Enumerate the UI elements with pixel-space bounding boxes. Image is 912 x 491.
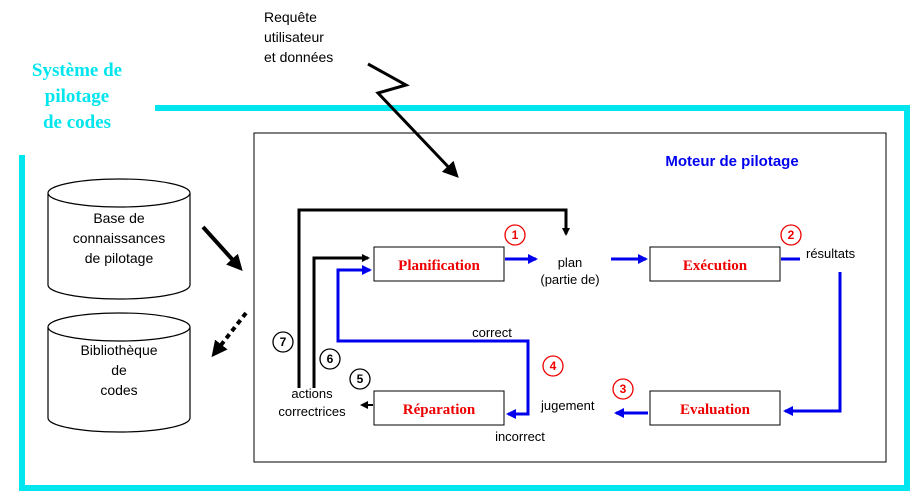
incorrect-label: incorrect bbox=[495, 429, 545, 444]
step-6-badge bbox=[319, 348, 341, 370]
step-6-number: 6 bbox=[327, 352, 334, 366]
step-3-badge bbox=[612, 378, 634, 400]
system-frame bbox=[19, 105, 910, 491]
svg-text:Base de: Base de bbox=[93, 210, 145, 226]
planification-label: Planification bbox=[398, 258, 480, 274]
svg-text:Système de: Système de bbox=[32, 60, 122, 81]
results-to-evaluation-arrow bbox=[783, 272, 842, 416]
engine-box bbox=[253, 132, 887, 463]
reparation-box bbox=[373, 390, 505, 426]
svg-text:utilisateur: utilisateur bbox=[264, 29, 324, 45]
user-request-label: Requête utilisateur et données bbox=[264, 9, 333, 65]
corrective-actions-label-2: correctrices bbox=[278, 404, 346, 419]
execution-box bbox=[649, 246, 781, 282]
step-3-number: 3 bbox=[620, 382, 627, 396]
results-label: résultats bbox=[806, 246, 856, 261]
library-cylinder bbox=[47, 312, 191, 433]
step-1-badge bbox=[504, 224, 526, 246]
step-7-badge bbox=[272, 331, 294, 353]
step-5-badge bbox=[349, 368, 371, 390]
step-4-badge bbox=[542, 355, 564, 377]
svg-text:et données: et données bbox=[264, 49, 333, 65]
svg-text:Requête: Requête bbox=[264, 9, 317, 25]
kb-to-engine-arrow bbox=[201, 225, 243, 271]
plan-label: plan bbox=[558, 255, 583, 270]
step-7-number: 7 bbox=[280, 335, 287, 349]
svg-text:pilotage: pilotage bbox=[45, 86, 109, 107]
evaluation-label: Evaluation bbox=[680, 402, 751, 418]
planification-box bbox=[373, 246, 505, 282]
incorrect-arrow bbox=[506, 394, 530, 419]
action-loop-7 bbox=[297, 208, 570, 388]
evaluation-box bbox=[649, 390, 781, 426]
corrective-actions-label: actions bbox=[291, 386, 333, 401]
request-arrow bbox=[367, 62, 459, 178]
svg-text:Bibliothèque: Bibliothèque bbox=[80, 342, 157, 358]
svg-text:de codes: de codes bbox=[43, 112, 111, 133]
knowledge-base-label: Base de connaissances de pilotage bbox=[73, 210, 166, 266]
execution-label: Exécution bbox=[683, 258, 748, 274]
svg-text:de pilotage: de pilotage bbox=[85, 250, 154, 266]
correct-loop-arrow bbox=[336, 265, 530, 398]
engine-to-library-arrow bbox=[211, 311, 248, 358]
svg-text:connaissances: connaissances bbox=[73, 230, 166, 246]
step-5-number: 5 bbox=[357, 372, 364, 386]
knowledge-base-cylinder bbox=[47, 178, 191, 300]
correct-label: correct bbox=[472, 325, 512, 340]
action-loop-6 bbox=[312, 254, 370, 388]
step-1-number: 1 bbox=[512, 228, 519, 242]
reparation-label: Réparation bbox=[403, 402, 476, 418]
judgement-label: jugement bbox=[540, 398, 595, 413]
engine-title: Moteur de pilotage bbox=[665, 153, 798, 170]
library-label: Bibliothèque de codes bbox=[80, 342, 157, 398]
system-title: Système de pilotage de codes bbox=[32, 60, 122, 133]
step-2-badge bbox=[780, 224, 802, 246]
svg-text:codes: codes bbox=[100, 382, 137, 398]
svg-text:de: de bbox=[111, 362, 127, 378]
plan-partial-label: (partie de) bbox=[540, 272, 599, 287]
step-4-number: 4 bbox=[550, 359, 557, 373]
step-2-number: 2 bbox=[788, 228, 795, 242]
